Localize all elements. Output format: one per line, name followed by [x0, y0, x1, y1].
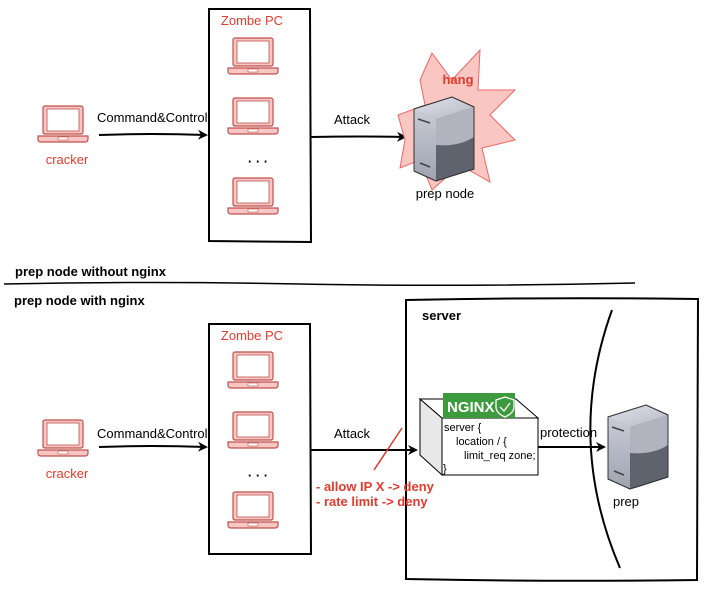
attack-arrow[interactable]	[310, 131, 407, 142]
blocked-slash-icon	[373, 427, 403, 471]
prep-server-icon[interactable]	[607, 404, 669, 490]
cracker-laptop-icon[interactable]	[37, 419, 89, 457]
protection-boundary	[589, 309, 621, 569]
section-divider	[3, 281, 636, 287]
shield-check-icon	[495, 396, 515, 418]
command-control-arrow[interactable]	[98, 129, 208, 140]
command-control-label: Command&Control	[97, 426, 208, 441]
zombie-laptop-icon[interactable]	[227, 411, 279, 449]
command-control-label: Command&Control	[97, 110, 208, 125]
section-title-with-nginx: prep node with nginx	[14, 293, 145, 308]
attack-label: Attack	[334, 426, 371, 441]
cracker-label: cracker	[46, 466, 89, 481]
prep-label: prep	[613, 494, 639, 509]
zombie-pc-title: Zombe PC	[221, 13, 283, 28]
nginx-config-line: }	[443, 463, 447, 475]
prep-node-server-icon[interactable]	[413, 96, 475, 182]
cracker-laptop-icon[interactable]	[37, 105, 89, 143]
prep-node-label: prep node	[416, 186, 475, 201]
protection-label: protection	[540, 425, 597, 440]
nginx-config-line: limit_req zone;	[464, 450, 536, 462]
cracker-label: cracker	[46, 152, 89, 167]
zombie-pc-title: Zombe PC	[221, 328, 283, 343]
nginx-config-line: location / {	[456, 436, 507, 448]
top-scenario: cracker Command&Control Zombe PC · · · A…	[37, 8, 517, 244]
rule-item: - rate limit -> deny	[316, 494, 428, 509]
bottom-scenario: cracker Command&Control Zombe PC · · · s…	[37, 297, 700, 582]
server-box-title: server	[422, 308, 461, 323]
ellipsis: · · ·	[248, 154, 268, 169]
zombie-laptop-icon[interactable]	[227, 97, 279, 135]
server-box[interactable]	[405, 297, 700, 582]
command-control-arrow[interactable]	[98, 441, 208, 452]
zombie-laptop-icon[interactable]	[227, 177, 279, 215]
zombie-laptop-icon[interactable]	[227, 351, 279, 389]
zombie-laptop-icon[interactable]	[227, 37, 279, 75]
ellipsis: · · ·	[248, 468, 268, 483]
nginx-logo-text: NGINX	[447, 399, 495, 416]
nginx-config-line: server {	[444, 422, 482, 434]
hang-label: hang	[442, 72, 473, 87]
attack-label: Attack	[334, 112, 371, 127]
rule-item: - allow IP X -> deny	[316, 479, 435, 494]
nginx-config-box[interactable]: NGINX server { location / { limit_req zo…	[418, 393, 540, 477]
zombie-laptop-icon[interactable]	[227, 491, 279, 529]
section-title-without-nginx: prep node without nginx	[15, 264, 167, 279]
